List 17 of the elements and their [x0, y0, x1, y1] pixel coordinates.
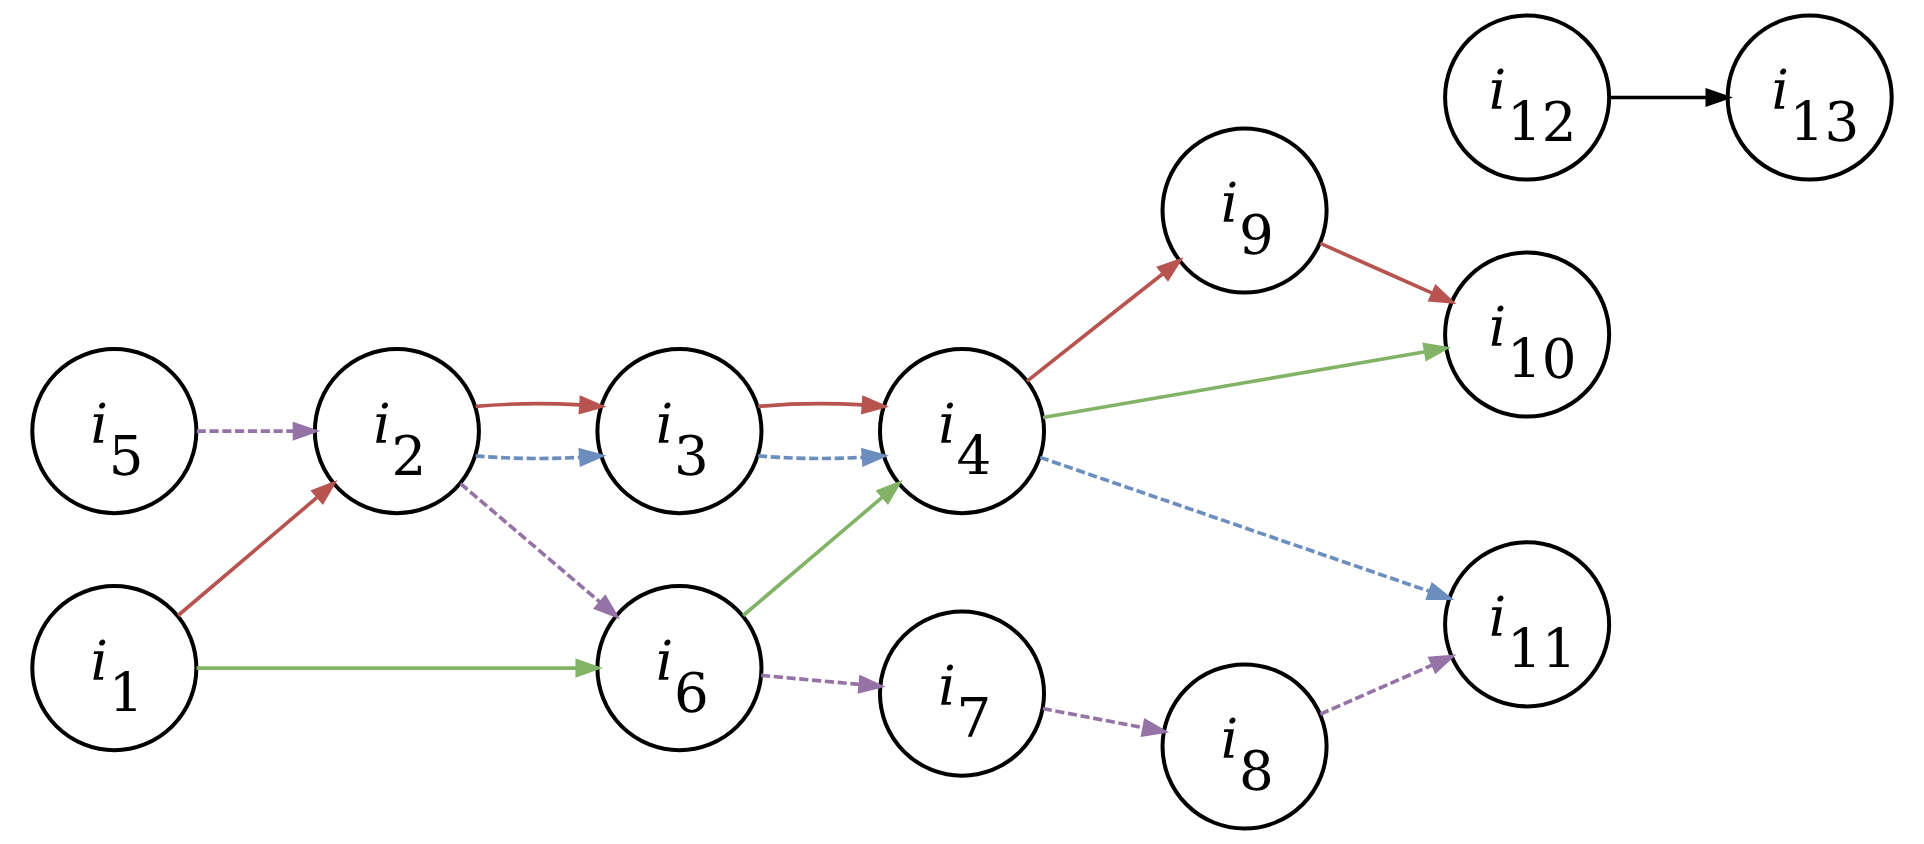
arrow: [1042, 706, 1170, 737]
arrow: [475, 447, 607, 467]
arrow: [1042, 342, 1451, 420]
arrow: [176, 480, 338, 617]
arrow: [1609, 87, 1733, 108]
arrow: [761, 673, 886, 694]
arrow: [1319, 654, 1457, 716]
arrow: [475, 395, 607, 415]
arrow: [1026, 257, 1184, 383]
arrow: [196, 658, 603, 678]
arrow: [459, 482, 621, 620]
arrow: [196, 421, 321, 441]
arrow: [758, 395, 889, 415]
arrow: [758, 447, 889, 467]
arrow: [742, 480, 903, 617]
arrow: [1039, 455, 1455, 601]
arrow: [1319, 241, 1457, 304]
